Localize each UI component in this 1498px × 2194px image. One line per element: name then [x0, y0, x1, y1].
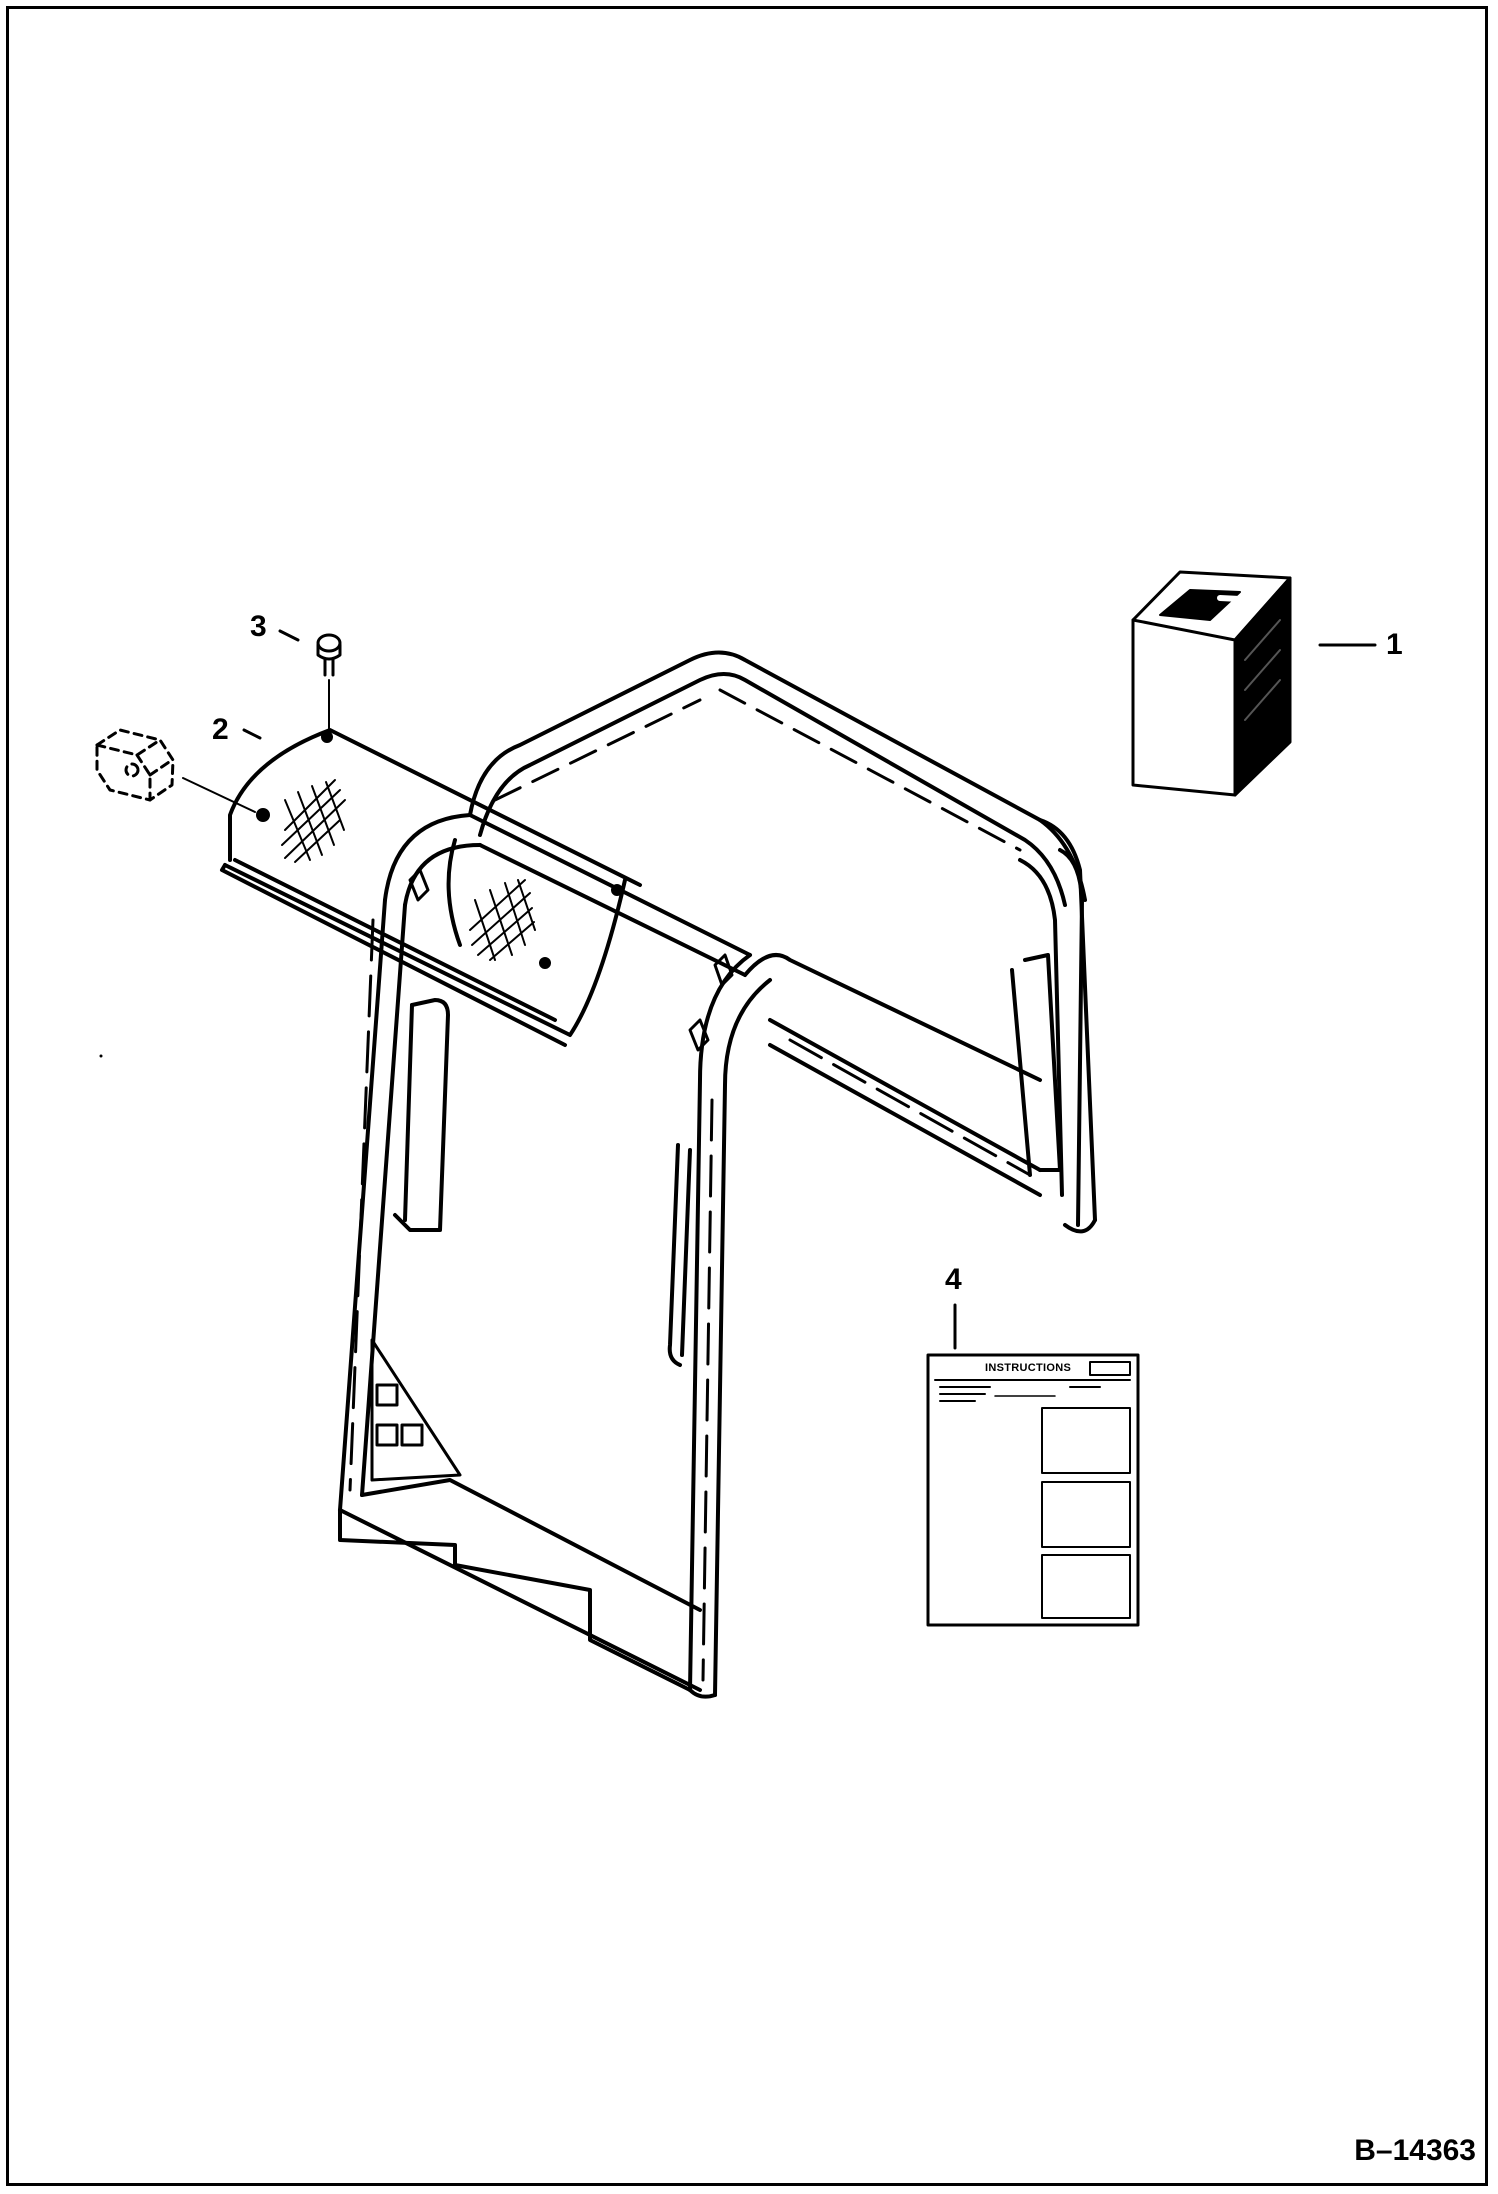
nut-leader-line	[182, 777, 256, 813]
callout-2: 2	[212, 713, 229, 746]
instruction-sheet	[926, 1353, 1140, 1627]
callout-4: 4	[945, 1263, 962, 1296]
bolt	[316, 633, 342, 731]
callout-1: 1	[1386, 628, 1403, 661]
instruction-sheet-heading: INSTRUCTIONS	[985, 1362, 1072, 1374]
canopy-frame	[338, 650, 1097, 1699]
kit-box	[1131, 570, 1292, 797]
page-border	[6, 6, 1488, 2186]
item2-leader-line	[242, 728, 262, 740]
callout-3: 3	[250, 610, 267, 643]
stray-dot	[99, 1054, 103, 1058]
screen-panel	[220, 728, 642, 1047]
item3-leader-line	[278, 629, 300, 642]
document-id: B–14363	[1354, 2134, 1476, 2167]
nut	[95, 728, 175, 802]
